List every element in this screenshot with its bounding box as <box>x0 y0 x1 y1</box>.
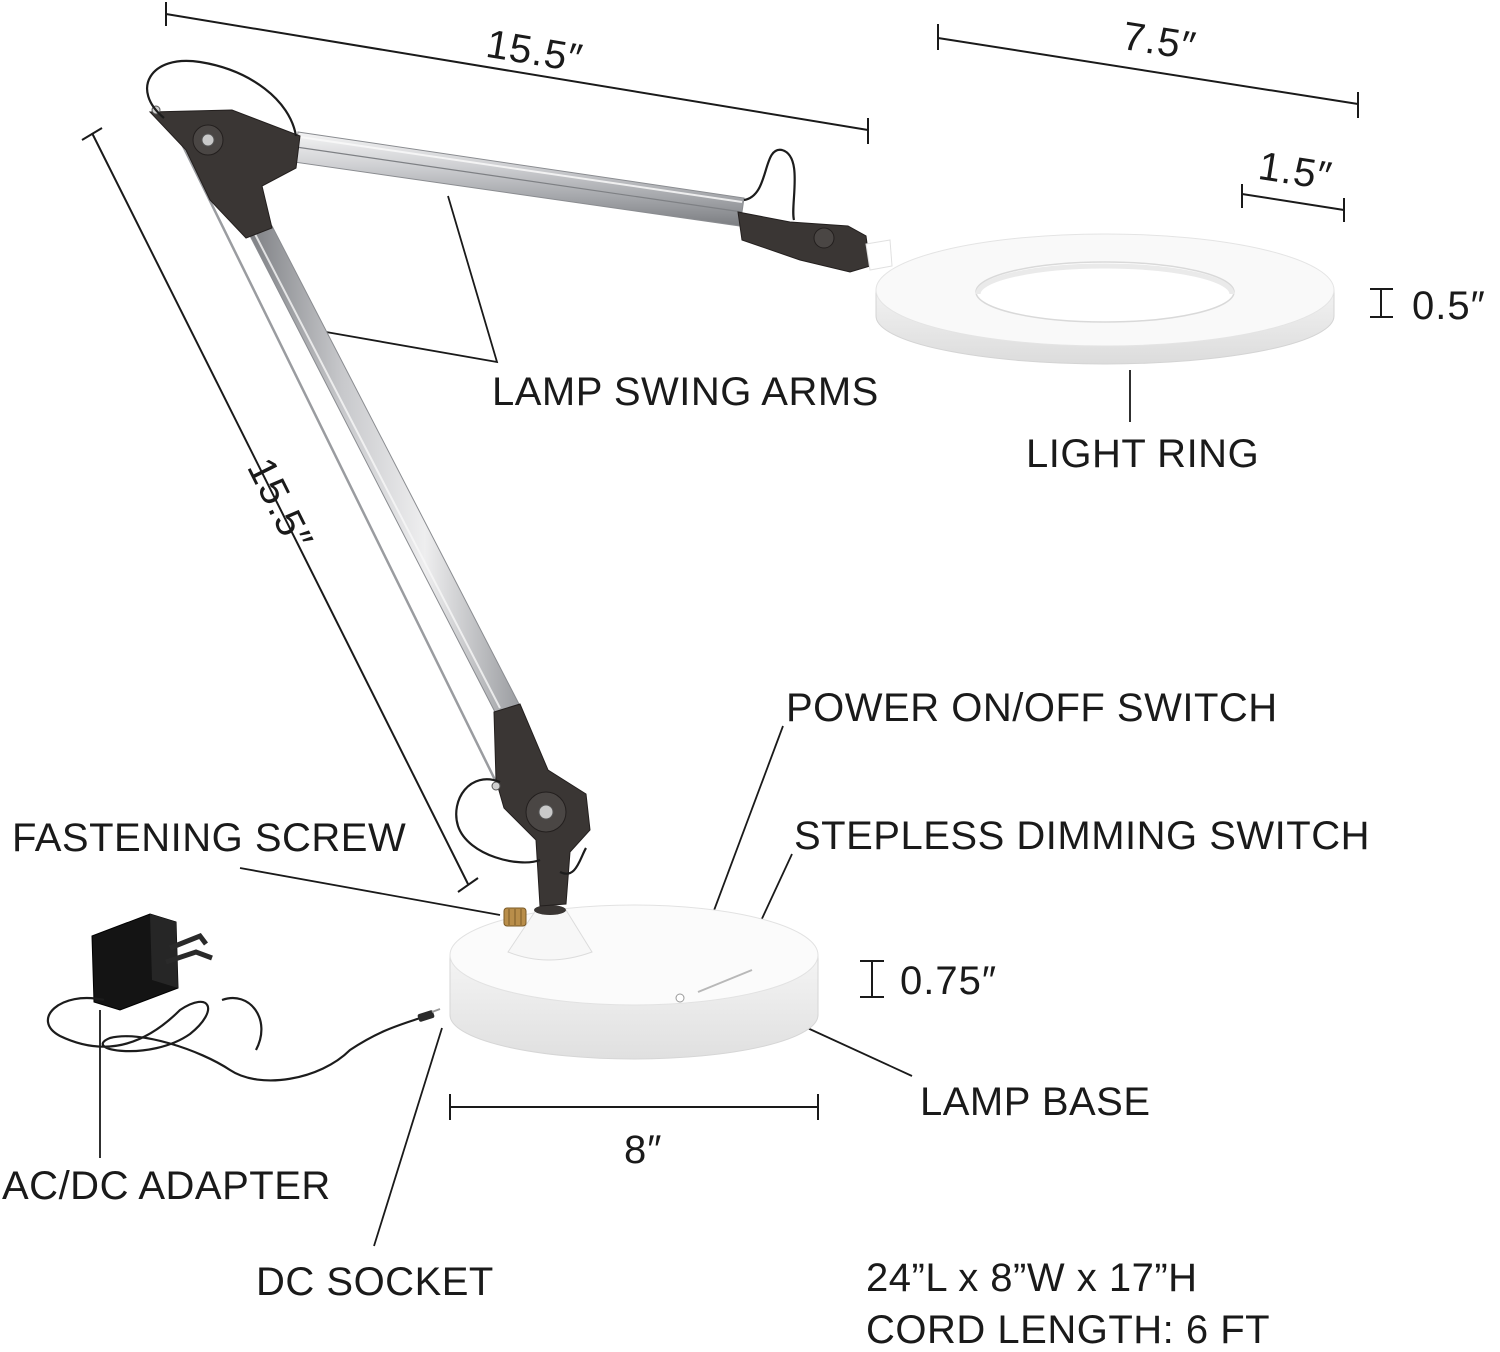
leader-dc-socket <box>373 1027 443 1247</box>
leader-lines <box>99 195 1131 1247</box>
lower-arm <box>178 139 521 791</box>
upper-arm <box>293 131 745 227</box>
dim-ring-diameter-label: 7.5″ <box>1119 14 1200 70</box>
leader-swing-arms <box>325 195 499 364</box>
swing-arms-label: LAMP SWING ARMS <box>492 370 879 414</box>
adapter-label: AC/DC ADAPTER <box>2 1164 331 1208</box>
fastening-screw-label: FASTENING SCREW <box>12 816 407 860</box>
arm-joints <box>148 105 871 907</box>
dim-ring-band-label: 1.5″ <box>1255 144 1336 200</box>
power-switch-label: POWER ON/OFF SWITCH <box>786 686 1278 730</box>
dim-ring-thickness-label: 0.5″ <box>1412 284 1486 328</box>
light-ring <box>865 233 1335 365</box>
leader-fastening-screw <box>239 867 501 916</box>
dim-base-thickness-label: 0.75″ <box>900 959 998 1003</box>
cord-length-spec: CORD LENGTH: 6 FT <box>866 1308 1271 1352</box>
dimming-switch-label: STEPLESS DIMMING SWITCH <box>794 814 1370 858</box>
dim-line-lower-arm <box>81 127 479 893</box>
dc-socket-label: DC SOCKET <box>256 1260 494 1304</box>
lamp-base <box>449 904 819 1060</box>
dim-line-ring-diameter <box>937 24 1359 118</box>
dim-line-base-diameter <box>449 1094 819 1120</box>
power-cords <box>146 59 796 875</box>
lamp-base-label: LAMP BASE <box>920 1080 1151 1124</box>
dim-line-upper-arm <box>165 2 869 144</box>
light-ring-label: LIGHT RING <box>1026 432 1260 476</box>
dim-base-diameter-label: 8″ <box>624 1128 663 1172</box>
leader-lamp-base <box>789 1019 913 1077</box>
dimension-lines <box>81 2 1393 1120</box>
ac-dc-adapter <box>46 913 441 1082</box>
dim-line-ring-thickness <box>1370 288 1393 318</box>
dim-line-base-thickness <box>860 960 884 998</box>
overall-size-spec: 24”L x 8”W x 17”H <box>866 1256 1198 1300</box>
dim-line-ring-band <box>1241 184 1345 222</box>
